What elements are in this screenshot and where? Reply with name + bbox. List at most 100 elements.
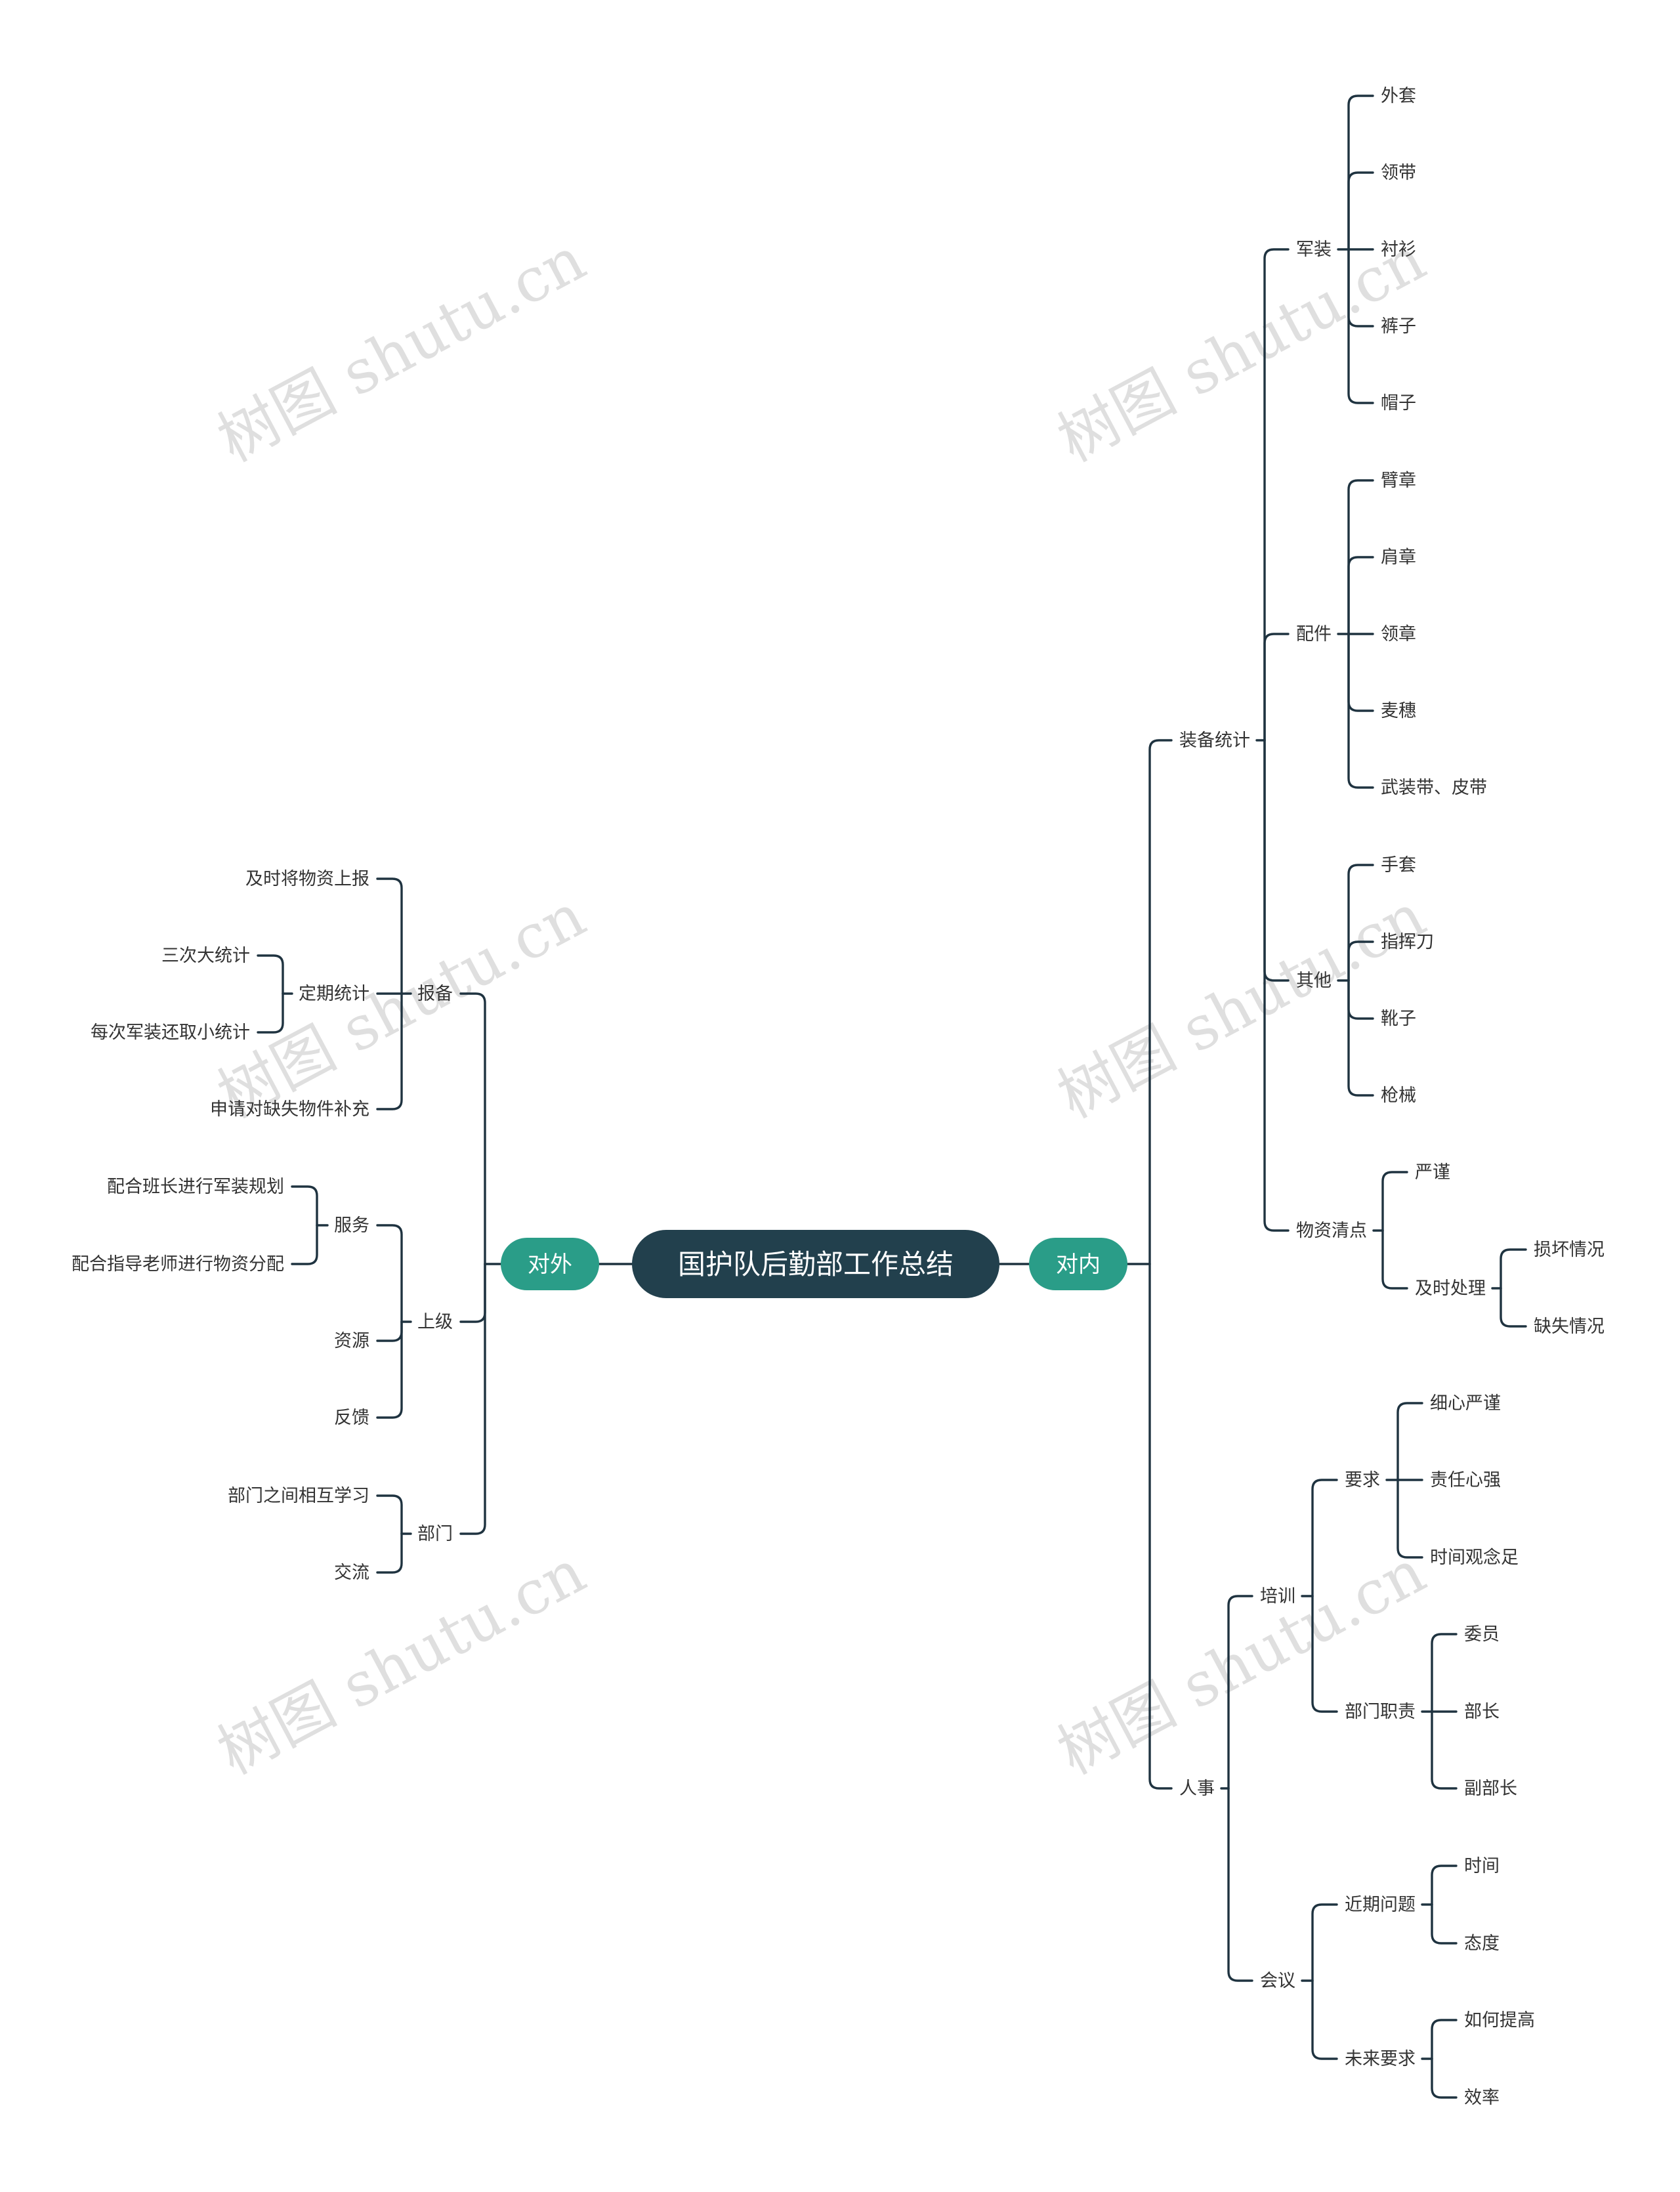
topic-node[interactable]: 服务 [334, 1215, 369, 1236]
topic-node[interactable]: 麦穗 [1381, 701, 1416, 721]
topic-node[interactable]: 军装 [1296, 240, 1332, 260]
connector-line [1347, 556, 1374, 635]
topic-node[interactable]: 部门之间相互学习 [228, 1486, 369, 1506]
branch-pill-right[interactable] [1029, 1238, 1127, 1290]
topic-node[interactable]: 部长 [1464, 1702, 1500, 1722]
topic-node[interactable]: 领章 [1381, 624, 1416, 644]
topic-node[interactable]: 衬衫 [1381, 240, 1416, 260]
connector-line [376, 992, 403, 1110]
topic-node[interactable]: 严谨 [1415, 1162, 1450, 1183]
connector-line [1347, 633, 1374, 789]
topic-node[interactable]: 时间观念足 [1430, 1548, 1519, 1568]
connector-line [1311, 1479, 1338, 1597]
topic-node[interactable]: 部门 [417, 1524, 453, 1544]
connector-line [1263, 739, 1290, 1232]
root-topic[interactable] [632, 1230, 999, 1298]
connector-line [1347, 633, 1374, 712]
topic-node[interactable]: 委员 [1464, 1624, 1500, 1645]
topic-node[interactable]: 肩章 [1381, 547, 1416, 568]
topic-node[interactable]: 部门职责 [1345, 1702, 1416, 1722]
watermark-text: 树图 shutu.cn [1047, 1536, 1436, 1788]
connector-line [1347, 479, 1374, 635]
topic-node[interactable]: 如何提高 [1464, 2010, 1535, 2031]
topic-node[interactable]: 上级 [417, 1312, 453, 1332]
topic-node[interactable]: 武装带、皮带 [1381, 778, 1487, 798]
topic-node[interactable]: 细心严谨 [1430, 1393, 1501, 1414]
edges [257, 95, 1527, 2099]
connector-line [1431, 1865, 1458, 1906]
topic-node[interactable]: 枪械 [1381, 1085, 1416, 1106]
topic-node[interactable]: 配件 [1296, 624, 1332, 644]
connector-line [1500, 1248, 1527, 1290]
topic-node[interactable]: 帽子 [1381, 393, 1416, 413]
watermark-text: 树图 shutu.cn [1047, 880, 1436, 1131]
connector-line [1431, 2057, 1458, 2099]
topic-node[interactable]: 及时处理 [1415, 1278, 1486, 1299]
connector-line [1311, 1595, 1338, 1713]
connector-line [376, 1320, 403, 1419]
topic-node[interactable]: 未来要求 [1345, 2049, 1416, 2069]
topic-node[interactable]: 装备统计 [1179, 730, 1250, 751]
topic-node[interactable]: 及时将物资上报 [245, 869, 369, 889]
watermark-text: 树图 shutu.cn [1047, 224, 1436, 475]
connector-line [1347, 248, 1374, 404]
topic-node[interactable]: 申请对缺失物件补充 [210, 1099, 369, 1120]
topic-node[interactable]: 培训 [1260, 1586, 1295, 1607]
topic-node[interactable]: 报备 [417, 984, 453, 1004]
connector-line [291, 1185, 318, 1227]
connector-line [459, 1263, 486, 1535]
topic-node[interactable]: 反馈 [334, 1408, 369, 1428]
topic-node[interactable]: 时间 [1464, 1856, 1500, 1876]
topic-node[interactable]: 近期问题 [1345, 1895, 1416, 1915]
connector-line [257, 992, 284, 1034]
connector-line [1347, 864, 1374, 982]
topic-node[interactable]: 手套 [1381, 855, 1416, 875]
topic-node[interactable]: 每次军装还取小统计 [91, 1022, 250, 1043]
connector-line [291, 1224, 318, 1265]
topic-node[interactable]: 资源 [334, 1331, 369, 1351]
topic-node[interactable]: 缺失情况 [1534, 1317, 1605, 1337]
topic-node[interactable]: 配合班长进行军装规划 [107, 1177, 284, 1197]
connector-line [1431, 1710, 1458, 1790]
connector-line [1263, 633, 1290, 742]
root-topic-label: 国护队后勤部工作总结 [678, 1248, 954, 1280]
connector-line [1347, 95, 1374, 251]
topic-node[interactable]: 效率 [1464, 2088, 1500, 2108]
watermark-text: 树图 shutu.cn [207, 224, 596, 475]
topic-node[interactable]: 人事 [1179, 1779, 1215, 1799]
branch-pill-right-label: 对内 [1056, 1252, 1101, 1278]
branch-pill-left-label: 对外 [528, 1252, 572, 1278]
watermark-layer: 树图 shutu.cn 树图 shutu.cn 树图 shutu.cn 树图 shut… [207, 224, 1436, 1788]
topic-node[interactable]: 配合指导老师进行物资分配 [72, 1254, 284, 1275]
topic-node[interactable]: 损坏情况 [1534, 1240, 1605, 1260]
topic-node[interactable]: 其他 [1296, 971, 1332, 991]
connector-line [376, 1224, 403, 1323]
connector-line [1311, 1979, 1338, 2060]
topic-node[interactable]: 外套 [1381, 86, 1416, 106]
topic-node[interactable]: 领带 [1381, 163, 1416, 183]
connector-line [1148, 1263, 1173, 1790]
connector-line [1347, 171, 1374, 251]
connector-line [257, 954, 284, 995]
topic-node[interactable]: 臂章 [1381, 471, 1416, 491]
topic-node[interactable]: 定期统计 [299, 984, 369, 1004]
connector-line [1263, 248, 1290, 742]
topic-node[interactable]: 物资清点 [1296, 1221, 1367, 1241]
topic-node[interactable]: 交流 [334, 1563, 369, 1583]
topic-node[interactable]: 责任心强 [1430, 1470, 1501, 1490]
topic-node[interactable]: 副部长 [1464, 1779, 1517, 1799]
topic-node[interactable]: 裤子 [1381, 316, 1416, 337]
topic-node[interactable]: 靴子 [1381, 1009, 1416, 1029]
connector-line [1431, 2019, 1458, 2060]
topic-node[interactable]: 态度 [1464, 1933, 1500, 1954]
topic-node[interactable]: 指挥刀 [1381, 932, 1434, 952]
connector-line [1227, 1787, 1253, 1982]
topic-node[interactable]: 三次大统计 [161, 946, 250, 966]
connector-line [1347, 979, 1374, 1097]
branch-pill-left[interactable] [501, 1238, 599, 1290]
watermark-text: 树图 shutu.cn [207, 1536, 596, 1788]
topic-node[interactable]: 会议 [1260, 1971, 1295, 1991]
connector-line [1396, 1402, 1423, 1481]
topic-node[interactable]: 要求 [1345, 1470, 1380, 1490]
